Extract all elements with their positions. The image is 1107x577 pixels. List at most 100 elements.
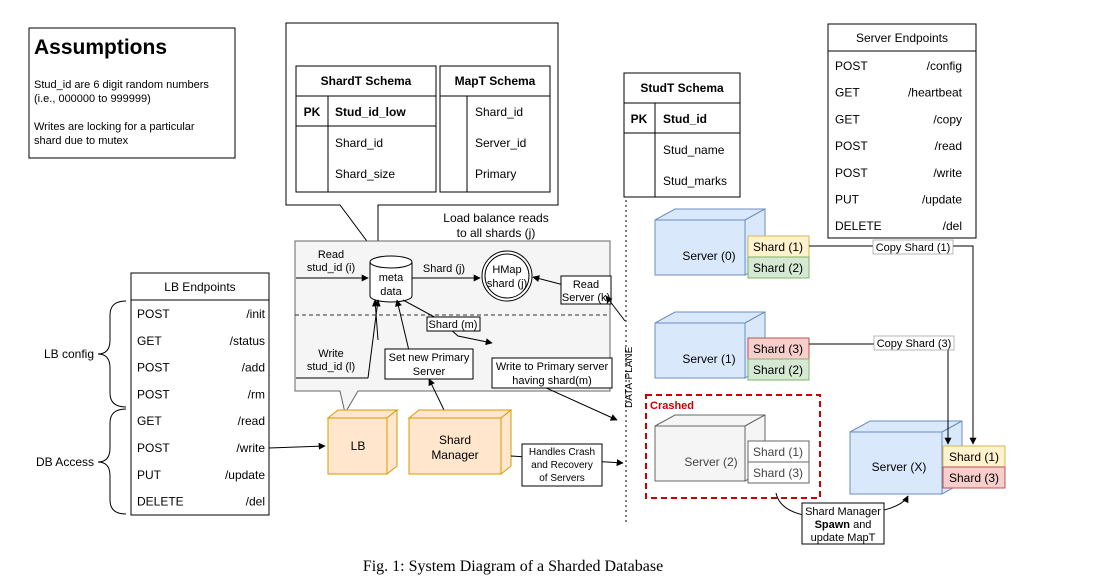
server-2-shard-a: Shard (1) <box>753 445 803 459</box>
server-2-label: Server (2) <box>684 455 737 469</box>
lb-config-label: LB config <box>44 347 94 361</box>
read-stud-id-label-1: Read <box>318 249 344 261</box>
server-endpoints-title: Server Endpoints <box>856 31 948 45</box>
server-x-shard-a: Shard (1) <box>949 450 999 464</box>
studt-pk: PK <box>631 112 648 126</box>
write-primary-label-2: having shard(m) <box>512 375 591 387</box>
endpoint-method: DELETE <box>835 219 882 233</box>
endpoint-path: /read <box>935 139 962 153</box>
metadata-cylinder: meta data <box>369 255 413 303</box>
shardt-pk: PK <box>304 105 321 119</box>
db-access-label: DB Access <box>36 455 94 469</box>
endpoint-path: /rm <box>248 387 265 401</box>
write-stud-id-label-1: Write <box>318 348 343 360</box>
assumptions-line-4: shard due to mutex <box>34 135 129 147</box>
endpoint-method: POST <box>137 441 170 455</box>
endpoint-method: GET <box>137 414 162 428</box>
endpoint-path: /write <box>933 166 962 180</box>
shard-manager-label-2: Manager <box>431 448 478 462</box>
lb-config-brace <box>97 300 127 408</box>
endpoint-method: GET <box>137 334 162 348</box>
read-stud-id-label-2: stud_id (i) <box>307 262 355 274</box>
shardt-field-3: Shard_size <box>335 167 395 181</box>
lb-cube: LB <box>326 408 399 476</box>
read-server-label-2: Server (k) <box>562 292 610 304</box>
handles-crash-label-2: and Recovery <box>531 460 593 471</box>
spawn-label-2: Spawn and <box>815 519 872 531</box>
endpoint-path: /read <box>238 414 265 428</box>
lb-endpoints-title: LB Endpoints <box>164 280 235 294</box>
endpoint-path: /update <box>225 468 265 482</box>
hmap-circle: HMap shard (j) <box>481 250 533 302</box>
endpoint-method: POST <box>835 139 868 153</box>
copy-shard-1-label: Copy Shard (1) <box>876 242 951 254</box>
studt-field-3: Stud_marks <box>663 174 727 188</box>
crashed-label: Crashed <box>650 400 694 412</box>
endpoint-path: /update <box>922 193 962 207</box>
shard-j-label: Shard (j) <box>423 263 465 275</box>
endpoint-path: /add <box>242 361 265 375</box>
endpoint-method: POST <box>137 361 170 375</box>
assumptions-line-3: Writes are locking for a particular <box>34 121 195 133</box>
endpoint-path: /init <box>246 307 265 321</box>
db-access-brace <box>97 408 127 515</box>
endpoint-path: /del <box>246 495 265 509</box>
handles-crash-label-1: Handles Crash <box>529 447 595 458</box>
server-0-cube: Server (0) <box>654 208 766 276</box>
lb-endpoints-table: LB Endpoints POST/initGET/statusPOST/add… <box>130 272 270 516</box>
spawn-label-2-bold: Spawn <box>815 519 851 531</box>
mapt-field-1: Shard_id <box>475 105 523 119</box>
shardt-title: ShardT Schema <box>321 74 412 88</box>
figure-caption: Fig. 1: System Diagram of a Sharded Data… <box>363 558 663 575</box>
endpoint-path: /config <box>927 59 962 73</box>
server-0-label: Server (0) <box>682 249 735 263</box>
shard-manager-label-1: Shard <box>439 433 471 447</box>
read-server-label-1: Read <box>573 279 599 291</box>
handles-crash-label-3: of Servers <box>539 473 585 484</box>
endpoint-method: POST <box>835 59 868 73</box>
load-balance-label-2: to all shards (j) <box>457 226 536 240</box>
endpoint-method: POST <box>137 387 170 401</box>
spawn-label-2-rest: and <box>850 519 871 531</box>
hmap-label-1: HMap <box>492 264 521 276</box>
shardt-schema-table: ShardT Schema PK Stud_id_low Shard_id Sh… <box>295 65 437 193</box>
endpoint-path: /write <box>236 441 265 455</box>
metadata-label-1: meta <box>379 272 404 284</box>
endpoint-method: DELETE <box>137 495 184 509</box>
lb-label: LB <box>351 439 366 453</box>
studt-field-2: Stud_name <box>663 143 725 157</box>
write-stud-id-label-2: stud_id (l) <box>307 361 355 373</box>
shardt-field-1: Stud_id_low <box>335 105 406 119</box>
endpoint-method: POST <box>835 166 868 180</box>
server-1-shard-b: Shard (2) <box>753 363 803 377</box>
endpoint-method: GET <box>835 112 860 126</box>
endpoint-path: /heartbeat <box>908 86 963 100</box>
server-x-shard-b: Shard (3) <box>949 471 999 485</box>
mapt-field-3: Primary <box>475 167 516 181</box>
server-0-shard-b: Shard (2) <box>753 261 803 275</box>
endpoint-method: GET <box>835 86 860 100</box>
crashed-region <box>645 394 821 499</box>
endpoint-method: PUT <box>835 193 860 207</box>
data-plane-label: DATA-PLANE <box>624 346 635 408</box>
mapt-title: MapT Schema <box>455 74 536 88</box>
assumptions-line-2: (i.e., 000000 to 999999) <box>34 93 151 105</box>
studt-title: StudT Schema <box>640 81 724 95</box>
hmap-label-2: shard (j) <box>487 278 527 290</box>
endpoint-path: /status <box>230 334 265 348</box>
endpoint-path: /del <box>943 219 962 233</box>
assumptions-box: Assumptions Stud_id are 6 digit random n… <box>28 27 236 159</box>
endpoint-path: /copy <box>933 112 962 126</box>
server-x-label: Server (X) <box>872 460 927 474</box>
shardt-field-2: Shard_id <box>335 136 383 150</box>
endpoint-method: POST <box>137 307 170 321</box>
spawn-label-1: Shard Manager <box>805 506 881 518</box>
server-1-shard-a: Shard (3) <box>753 342 803 356</box>
assumptions-title: Assumptions <box>34 36 167 59</box>
shard-manager-cube: Shard Manager <box>407 408 513 476</box>
server-2-shard-b: Shard (3) <box>753 466 803 480</box>
assumptions-line-1: Stud_id are 6 digit random numbers <box>34 79 209 91</box>
studt-schema-table: StudT Schema PK Stud_id Stud_name Stud_m… <box>623 72 741 198</box>
set-primary-label-1: Set new Primary <box>389 352 470 364</box>
